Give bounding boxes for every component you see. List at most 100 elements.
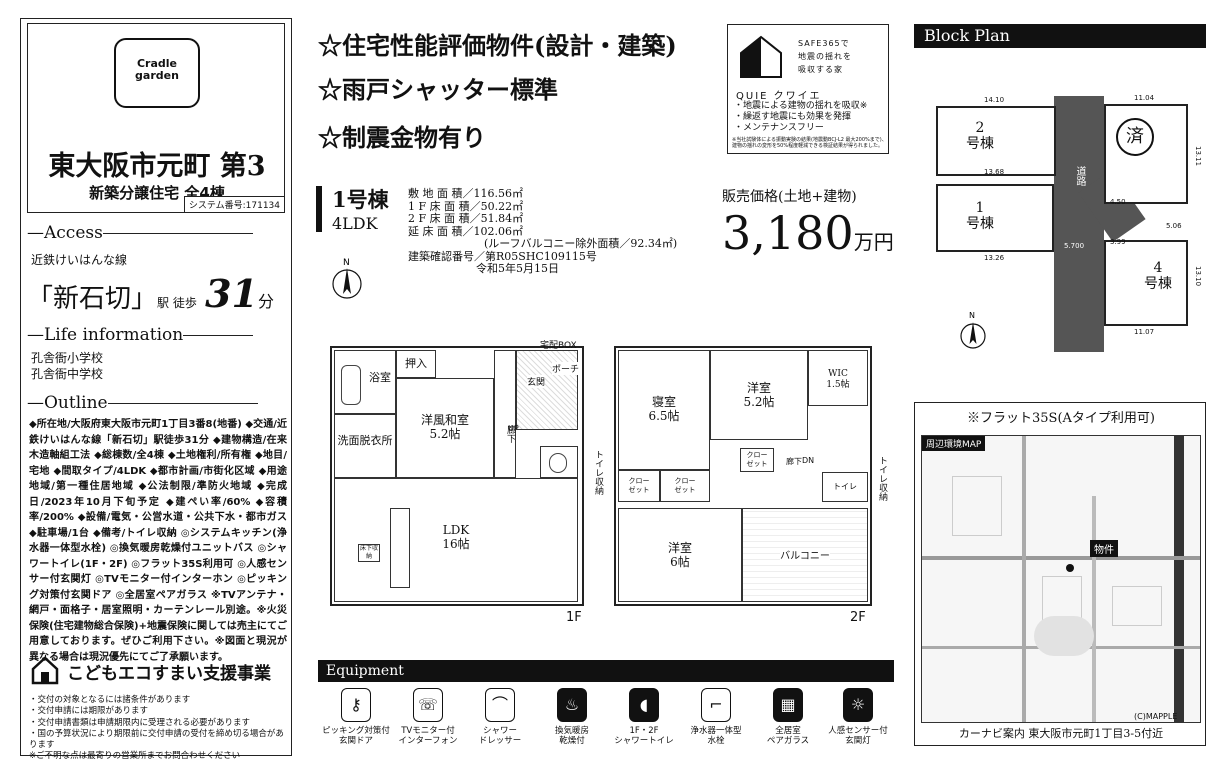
minutes-unit: 分 xyxy=(258,292,275,311)
area-row: 1 F 床 面 積／50.22㎡ xyxy=(408,199,524,213)
western-room-2: 洋室 6帖 xyxy=(618,508,742,602)
toilet-2f: トイレ xyxy=(822,472,868,502)
toilet-1f xyxy=(540,446,578,478)
svg-text:N: N xyxy=(343,258,350,268)
price-unit: 万円 xyxy=(853,230,894,254)
eco-title: こどもエコすまい支援事業 xyxy=(67,664,271,684)
floor-plan-2f: 寝室 6.5帖 洋室 5.2帖 WIC 1.5帖 クロー ゼット クロー ゼット… xyxy=(614,338,887,630)
hall-2f: 廊下 xyxy=(786,457,802,466)
ldk: LDK 16帖 xyxy=(334,478,578,602)
quie-tagline: SAFE365で 地震の揺れを 吸収する家 xyxy=(798,39,852,74)
map-caption: カーナビ案内 東大阪市元町1丁目3-5付近 xyxy=(958,727,1164,740)
map-block xyxy=(1112,586,1162,626)
map-road xyxy=(1022,436,1026,722)
key-icon: ⚷ xyxy=(341,688,371,722)
price: 3,180万円 xyxy=(722,206,894,260)
faucet-icon: ⌐ xyxy=(701,688,731,722)
station-name: 「新石切」 xyxy=(27,284,158,314)
town-title: 東大阪市元町 第3 xyxy=(48,151,266,182)
feature-3: ☆制震金物有り xyxy=(318,123,486,152)
feature-1: ☆住宅性能評価物件(設計・建築) xyxy=(318,31,677,60)
compass-icon: N xyxy=(960,311,986,349)
washroom: 洗面脱衣所 xyxy=(334,414,396,478)
western-room-1: 洋室 5.2帖 xyxy=(710,350,808,440)
map-title: ※フラット35S(Aタイプ利用可) xyxy=(967,411,1155,426)
bathtub-icon xyxy=(341,365,361,405)
block-plan: 道路 2 号棟 済 1 号棟 4 号棟 14.10 11.04 13.68 13… xyxy=(914,56,1206,356)
outline-body: ◆所在地/大阪府東大阪市元町1丁目3番8(地番) ◆交通/近鉄けいはんな線「新石… xyxy=(29,419,287,663)
map-copyright: (C)MAPPLE xyxy=(1134,712,1178,721)
area-row: 建築確認番号／第R05SHC109115号 xyxy=(408,249,597,263)
equipment-item: ⚷ ピッキング対策付 玄関ドア xyxy=(320,688,392,746)
area-row: 令和5年5月15日 xyxy=(476,262,559,275)
eco-note: ※ご不明な点は最寄りの営業所までお問合わせください xyxy=(29,751,241,762)
equipment-item: ☏ TVモニター付 インターフォン xyxy=(392,688,464,746)
unit-type: 4LDK xyxy=(332,214,378,233)
delivery-box-label: 宅配BOX xyxy=(540,341,577,351)
eco-note: ・交付の対象となるには諸条件があります xyxy=(29,695,191,705)
area-row: 敷 地 面 積／116.56㎡ xyxy=(408,187,523,200)
sensor-light-icon: ☼ xyxy=(843,688,873,722)
floor-storage: 床下収納 xyxy=(358,544,380,562)
lot-2: 2 号棟 xyxy=(936,106,1056,176)
dim-label: 13.11 xyxy=(1194,146,1202,167)
lot-4: 4 号棟 xyxy=(1104,240,1188,326)
property-marker-dot xyxy=(1066,564,1074,572)
life-title: —Life information xyxy=(27,325,254,345)
floor1-label: 1F xyxy=(566,610,582,625)
bath-dryer-icon: ♨ xyxy=(557,688,587,722)
lot-sold: 済 xyxy=(1104,104,1188,204)
floor-plan-1f: 浴室 押入 洗面脱衣所 洋風和室 5.2帖 廊下 玄関 宅配BOX ポーチ UP… xyxy=(330,338,603,630)
eco-notes: ・交付の対象となるには諸条件があります ・交付申請には期限があります ・交付申請… xyxy=(29,695,291,763)
toilet-icon: ◖ xyxy=(629,688,659,722)
eco-note: ・交付申請書類は申請期限内に受理される必要があります xyxy=(29,717,251,728)
kitchen-counter xyxy=(390,508,410,588)
stairs-up: UP xyxy=(508,424,519,433)
map-section: ※フラット35S(Aタイプ利用可) 周辺環境MAP 物件 (C)MAPPLE カ… xyxy=(914,402,1206,746)
area-row: 延 床 面 積／102.06㎡ xyxy=(408,224,523,238)
outline-title: —Outline xyxy=(27,393,258,413)
dim-label: 14.10 xyxy=(984,96,1005,104)
area-row: (ルーフバルコニー除外面積／92.34㎡) xyxy=(484,237,678,250)
dim-label: 4.50 xyxy=(1110,198,1126,206)
brand-logo: Cradle garden xyxy=(114,38,200,108)
window-icon: ▦ xyxy=(773,688,803,722)
system-number: システム番号:171134 xyxy=(183,196,285,213)
toilet-storage-2f: トイレ収納 xyxy=(877,456,887,501)
map-header: 周辺環境MAP xyxy=(922,436,986,451)
hall-1f: 廊下 xyxy=(494,350,516,478)
eco-note: ・国の予算状況により期限前に交付申請の受付を締め切る場合があります xyxy=(29,728,284,751)
map-block xyxy=(952,476,1002,536)
price-value: 3,180 xyxy=(722,206,854,260)
walk-minutes: 31 xyxy=(205,271,258,316)
access-title: —Access xyxy=(27,223,253,243)
bath-room: 浴室 xyxy=(334,350,396,414)
left-column: Cradle garden 東大阪市元町 第3 新築分譲住宅 全4棟 システム番… xyxy=(20,18,292,761)
feature-2: ☆雨戸シャッター標準 xyxy=(318,75,558,104)
brand-box: Cradle garden 東大阪市元町 第3 新築分譲住宅 全4棟 システム番… xyxy=(27,23,285,213)
quie-points: ・地震による建物の揺れを吸収※ ・繰返す地震にも効果を発揮 ・メンテナンスフリー xyxy=(734,101,868,133)
japanese-room: 洋風和室 5.2帖 xyxy=(396,378,494,478)
stairs-down: DN xyxy=(802,456,815,465)
equipment-item: ☼ 人感センサー付 玄関灯 xyxy=(822,688,894,746)
closet-1f: 押入 xyxy=(396,350,436,378)
equipment-section: Equipment ⚷ ピッキング対策付 玄関ドア ☏ TVモニター付 インター… xyxy=(318,660,894,758)
floor2-outline xyxy=(614,346,872,606)
road-label: 道路 xyxy=(1074,166,1085,186)
school-2: 孔舎衙中学校 xyxy=(31,367,104,381)
price-label: 販売価格(土地+建物) xyxy=(722,189,857,205)
compass-icon: N xyxy=(332,258,362,299)
dim-label: 11.04 xyxy=(1134,94,1155,102)
eco-note: ・交付申請には期限があります xyxy=(29,706,149,717)
floor2-label: 2F xyxy=(850,610,866,625)
equipment-item: ◖ 1F・2F シャワートイレ xyxy=(608,688,680,746)
floor1-outline xyxy=(330,346,584,606)
quie-name: QUIE クワイエ xyxy=(736,91,822,102)
balcony: バルコニー xyxy=(742,508,868,602)
access-line: 近鉄けいはんな線 xyxy=(31,253,128,267)
closet-2f-2: クロー ゼット xyxy=(618,470,660,502)
lot-1: 1 号棟 xyxy=(936,184,1054,252)
road xyxy=(1054,96,1104,352)
closet-2f-3: クロー ゼット xyxy=(660,470,710,502)
area-row: 2 F 床 面 積／51.84㎡ xyxy=(408,212,524,225)
